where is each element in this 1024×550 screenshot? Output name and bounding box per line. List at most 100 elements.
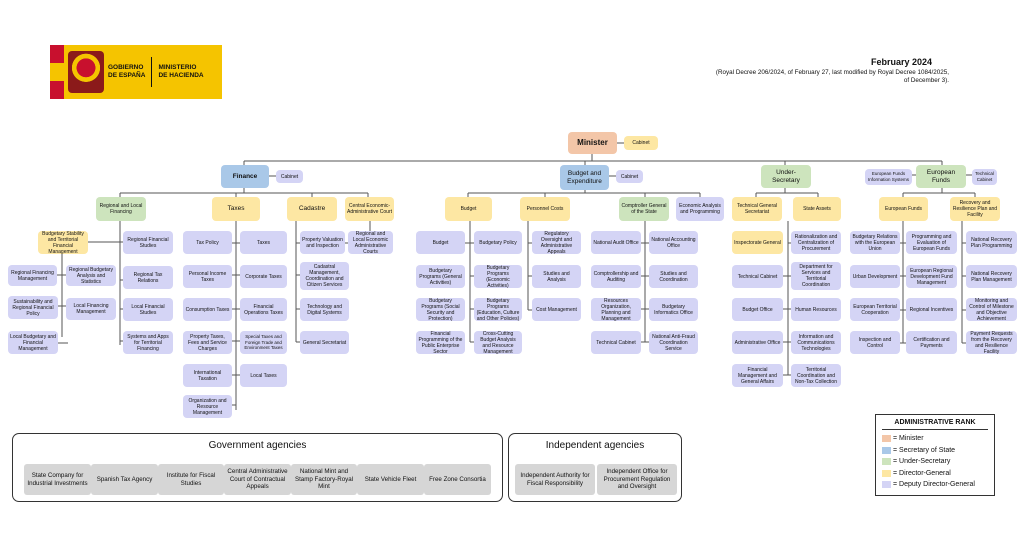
flag-icon: [50, 45, 64, 99]
corporate-taxes-box: Corporate Taxes: [240, 265, 287, 288]
comptroller-technical-cabinet-box: Technical Cabinet: [591, 331, 641, 354]
rationalization-box: Rationalization and Centralization of Pr…: [791, 231, 841, 254]
tax-policy-box: Tax Policy: [183, 231, 232, 254]
agency-item: Institute for Fiscal Studies: [158, 464, 224, 495]
eu-technical-cabinet-box: Technical Cabinet: [972, 169, 997, 185]
budget-sd-box: Budget: [416, 231, 465, 254]
logo-text-ministry: MINISTERIO DE HACIENDA: [158, 64, 204, 79]
local-taxes-box: Local Taxes: [240, 364, 287, 387]
finance-box: Finance: [221, 165, 269, 188]
under-secretary-box: Under-Secretary: [761, 165, 811, 188]
independent-agencies-group: Independent agencies: [508, 433, 682, 502]
urban-development-box: Urban Development: [850, 265, 900, 288]
regulatory-oversight-box: Regulatory Oversight and Administrative …: [532, 231, 581, 254]
national-audit-box: National Audit Office: [591, 231, 641, 254]
legend-title: ADMINISTRATIVE RANK: [882, 419, 988, 430]
financial-programming-box: Financial Programming of the Public Ente…: [416, 331, 465, 354]
bp-economic-box: Budgetary Programs (Economic Activities): [474, 265, 522, 288]
central-admin-court-box: Central Economic-Administrative Court: [345, 197, 394, 221]
regional-local-financing-box: Regional and Local Financing: [96, 197, 146, 221]
eu-funds-info-systems-box: European Funds Information Systems: [865, 169, 912, 185]
regional-budgetary-analysis-box: Regional Budgetary Analysis and Statisti…: [66, 265, 116, 286]
programming-evaluation-box: Programming and Evaluation of European F…: [906, 231, 957, 254]
cadastre-box: Cadastre: [287, 197, 337, 221]
chart-date: February 2024: [870, 57, 932, 67]
payment-requests-box: Payment Requests from the Recovery and R…: [966, 331, 1017, 354]
cost-management-box: Cost Management: [532, 298, 581, 321]
studies-coordination-box: Studies and Coordination: [649, 265, 698, 288]
economic-analysis-box: Economic Analysis and Programming: [676, 197, 724, 221]
information-communications-box: Information and Communications Technolog…: [791, 331, 841, 354]
administrative-office-box: Administrative Office: [732, 331, 783, 354]
regional-local-courts-box: Regional and Local Economic Administrati…: [348, 231, 393, 254]
independent-agency-item: Independent Office for Procurement Regul…: [597, 464, 677, 495]
legend-item: = Secretary of State: [882, 445, 988, 457]
regional-financing-management-box: Regional Financing Management: [8, 265, 57, 286]
sustainability-regional-policy-box: Sustainability and Regional Financial Po…: [8, 296, 58, 319]
bp-education-box: Budgetary Programs (Education, Culture a…: [474, 298, 522, 321]
cadastral-management-box: Cadastral Management, Coordination and C…: [300, 262, 349, 290]
local-financing-management-box: Local Financing Management: [66, 298, 116, 320]
consumption-taxes-box: Consumption Taxes: [183, 298, 232, 321]
regional-tax-relations-box: Regional Tax Relations: [123, 266, 173, 289]
technical-general-secretariat-box: Technical General Secretariat: [732, 197, 782, 221]
property-valuation-box: Property Valuation and Inspection: [300, 231, 345, 254]
technology-digital-box: Technology and Digital Systems: [300, 298, 349, 321]
chart-note: (Royal Decree 206/2024, of February 27, …: [715, 69, 949, 84]
taxes-sd-box: Taxes: [240, 231, 287, 254]
agency-item: National Mint and Stamp Factory-Royal Mi…: [291, 464, 357, 495]
agency-item: Central Administrative Court of Contract…: [224, 464, 291, 495]
financial-operations-taxes-box: Financial Operations Taxes: [240, 298, 287, 321]
budgetary-stability-box: Budgetary Stability and Territorial Fina…: [38, 231, 88, 254]
organization-resource-box: Organization and Resource Management: [183, 395, 232, 418]
bp-social-box: Budgetary Programs (Social Security and …: [416, 298, 465, 321]
finance-cabinet-box: Cabinet: [276, 170, 303, 183]
state-assets-box: State Assets: [793, 197, 841, 221]
territorial-coordination-box: Territorial Coordination and Non-Tax Col…: [791, 364, 841, 387]
cross-cutting-box: Cross-Cutting Budget Analysis and Resour…: [474, 331, 522, 354]
european-funds-box: European Funds: [916, 165, 966, 188]
personnel-costs-box: Personnel Costs: [520, 197, 570, 221]
regional-financial-studies-box: Regional Financial Studies: [123, 231, 173, 254]
national-recovery-programming-box: National Recovery Plan Programming: [966, 231, 1017, 254]
minister-cabinet-box: Cabinet: [624, 136, 658, 150]
systems-apps-territorial-box: Systems and Apps for Territorial Financi…: [123, 331, 173, 354]
human-resources-box: Human Resources: [791, 298, 841, 321]
inspectorate-box: Inspectorate General: [732, 231, 783, 254]
agency-item: Spanish Tax Agency: [91, 464, 158, 495]
property-taxes-box: Property Taxes, Fees and Service Charges: [183, 331, 232, 354]
studies-analysis-box: Studies and Analysis: [532, 265, 581, 288]
comptroller-general-box: Comptroller General of the State: [619, 197, 669, 221]
budgetary-informatics-box: Budgetary Informatics Office: [649, 298, 698, 321]
taxes-dg-box: Taxes: [212, 197, 260, 221]
independent-agencies-title: Independent agencies: [545, 440, 645, 451]
personal-income-taxes-box: Personal Income Taxes: [183, 265, 232, 288]
recovery-plan-box: Recovery and Resilience Plan and Facilit…: [950, 197, 1000, 221]
international-taxation-box: International Taxation: [183, 364, 232, 387]
budget-cabinet-box: Cabinet: [616, 170, 643, 183]
agency-item: State Vehicle Fleet: [357, 464, 424, 495]
budgetary-relations-eu-box: Budgetary Relations with the European Un…: [850, 231, 900, 254]
logo-text-government: GOBIERNO DE ESPAÑA: [108, 64, 146, 79]
comptrollership-box: Comptrollership and Auditing: [591, 265, 641, 288]
government-agencies-title: Government agencies: [208, 440, 307, 451]
erdf-management-box: European Regional Development Fund Manag…: [906, 265, 957, 288]
government-agencies-group: Government agencies: [12, 433, 503, 502]
budget-expenditure-box: Budget and Expenditure: [560, 165, 609, 190]
local-budgetary-management-box: Local Budgetary and Financial Management: [8, 331, 58, 354]
monitoring-control-box: Monitoring and Control of Milestone and …: [966, 298, 1017, 321]
european-funds-dg-box: European Funds: [879, 197, 928, 221]
bp-general-box: Budgetary Programs (General Activities): [416, 265, 465, 288]
financial-management-box: Financial Management and General Affairs: [732, 364, 783, 387]
anti-fraud-box: National Anti-Fraud Coordination Service: [649, 331, 698, 354]
national-accounting-box: National Accounting Office: [649, 231, 698, 254]
inspection-control-box: Inspection and Control: [850, 331, 900, 354]
national-recovery-management-box: National Recovery Plan Management: [966, 265, 1017, 288]
legend-item: = Deputy Director-General: [882, 479, 988, 491]
us-technical-cabinet-box: Technical Cabinet: [732, 265, 783, 288]
department-services-box: Department for Services and Territorial …: [791, 262, 841, 290]
special-taxes-box: Special Taxes and Foreign Trade and Envi…: [240, 331, 287, 354]
budget-dg-box: Budget: [445, 197, 492, 221]
independent-agency-item: Independent Authority for Fiscal Respons…: [515, 464, 595, 495]
legend-item: = Minister: [882, 433, 988, 445]
